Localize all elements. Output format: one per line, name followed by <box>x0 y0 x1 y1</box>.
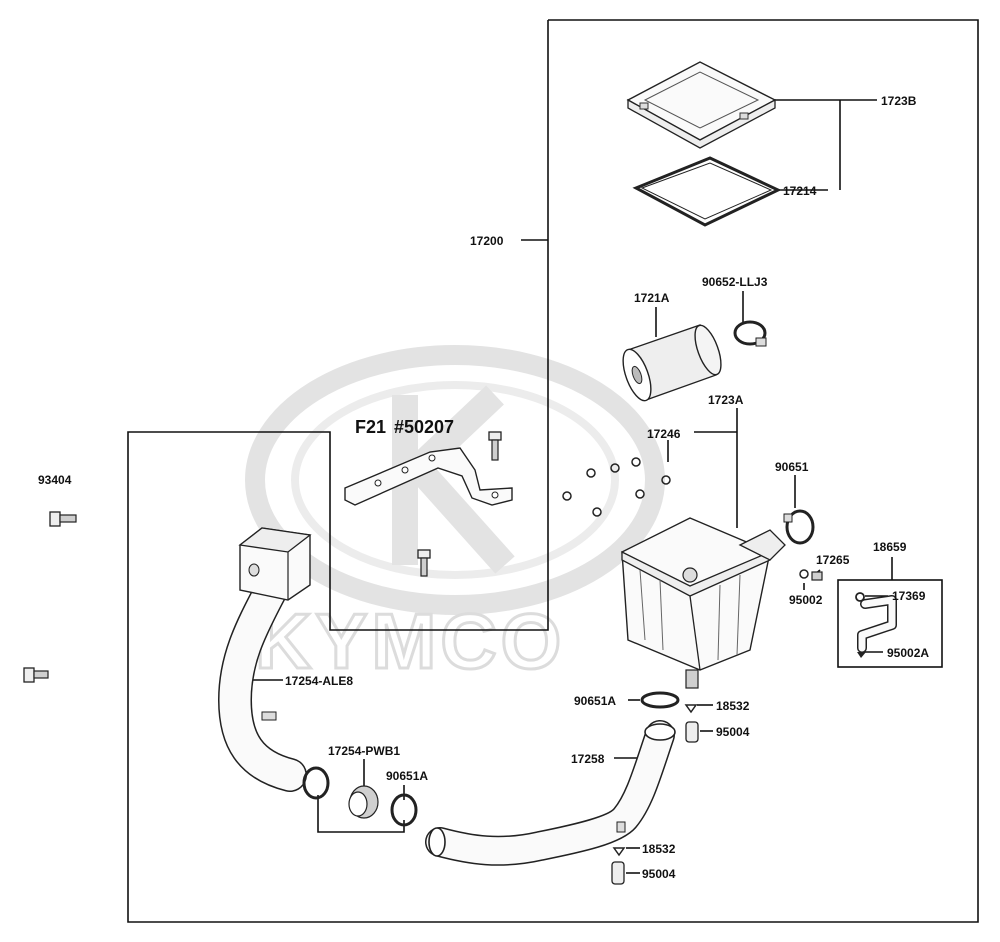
mounting-bracket <box>344 447 513 506</box>
label-17200: 17200 <box>470 234 504 248</box>
label-1723A: 1723A <box>708 393 744 407</box>
label-90651A-lower: 90651A <box>386 769 428 783</box>
cover-gasket <box>632 156 782 227</box>
kymco-watermark: KYMCO <box>245 345 665 687</box>
label-93404: 93404 <box>38 473 72 487</box>
label-17265: 17265 <box>816 553 850 567</box>
label-17369: 17369 <box>892 589 926 603</box>
label-90651A-upper: 90651A <box>574 694 616 708</box>
clip-18532-bottom <box>612 847 626 857</box>
connecting-tube <box>425 720 676 866</box>
clamp-90651A-lower <box>390 793 418 827</box>
label-17254-ALE8: 17254-ALE8 <box>285 674 353 688</box>
filter-element <box>622 324 722 402</box>
ring-95002 <box>799 569 809 579</box>
filter-clamp <box>733 320 767 347</box>
label-95004-lower: 95004 <box>642 867 676 881</box>
part-labels: F21 #50207 1723B 17214 17200 1721A 90652… <box>38 94 929 881</box>
bolt-lower <box>417 549 431 577</box>
label-18659: 18659 <box>873 540 907 554</box>
label-1723B: 1723B <box>881 94 917 108</box>
bolt-upper <box>488 431 502 461</box>
bolt-93404 <box>49 511 77 527</box>
clamp-90651 <box>783 509 815 545</box>
bolt-left-lower <box>23 667 49 683</box>
clamp-duct-joint <box>302 766 330 800</box>
label-90652-LLJ3: 90652-LLJ3 <box>702 275 768 289</box>
label-95002A: 95002A <box>887 646 929 660</box>
clip-18532-top <box>684 704 698 714</box>
ref-frame-label: F21 <box>355 417 386 437</box>
plug-95004-top <box>685 721 699 743</box>
clip-cluster <box>562 457 671 517</box>
drain-hose-assy <box>855 592 897 658</box>
label-17258: 17258 <box>571 752 605 766</box>
label-17214: 17214 <box>783 184 817 198</box>
label-90651: 90651 <box>775 460 809 474</box>
clamp-90651A-upper <box>640 691 680 709</box>
plug-95004-bottom <box>611 861 625 885</box>
label-18532-upper: 18532 <box>716 699 750 713</box>
fitting-17265 <box>811 571 823 581</box>
ref-number-label: #50207 <box>394 417 454 437</box>
watermark-brand: KYMCO <box>255 597 565 685</box>
air-cleaner-cover <box>626 61 777 149</box>
intake-duct <box>217 527 312 792</box>
label-17254-PWB1: 17254-PWB1 <box>328 744 400 758</box>
air-cleaner-case <box>621 517 786 689</box>
rubber-joint <box>348 785 379 819</box>
label-95002: 95002 <box>789 593 823 607</box>
label-1721A: 1721A <box>634 291 670 305</box>
frame-lines <box>127 19 979 923</box>
label-18532-lower: 18532 <box>642 842 676 856</box>
label-95004-upper: 95004 <box>716 725 750 739</box>
label-17246: 17246 <box>647 427 681 441</box>
